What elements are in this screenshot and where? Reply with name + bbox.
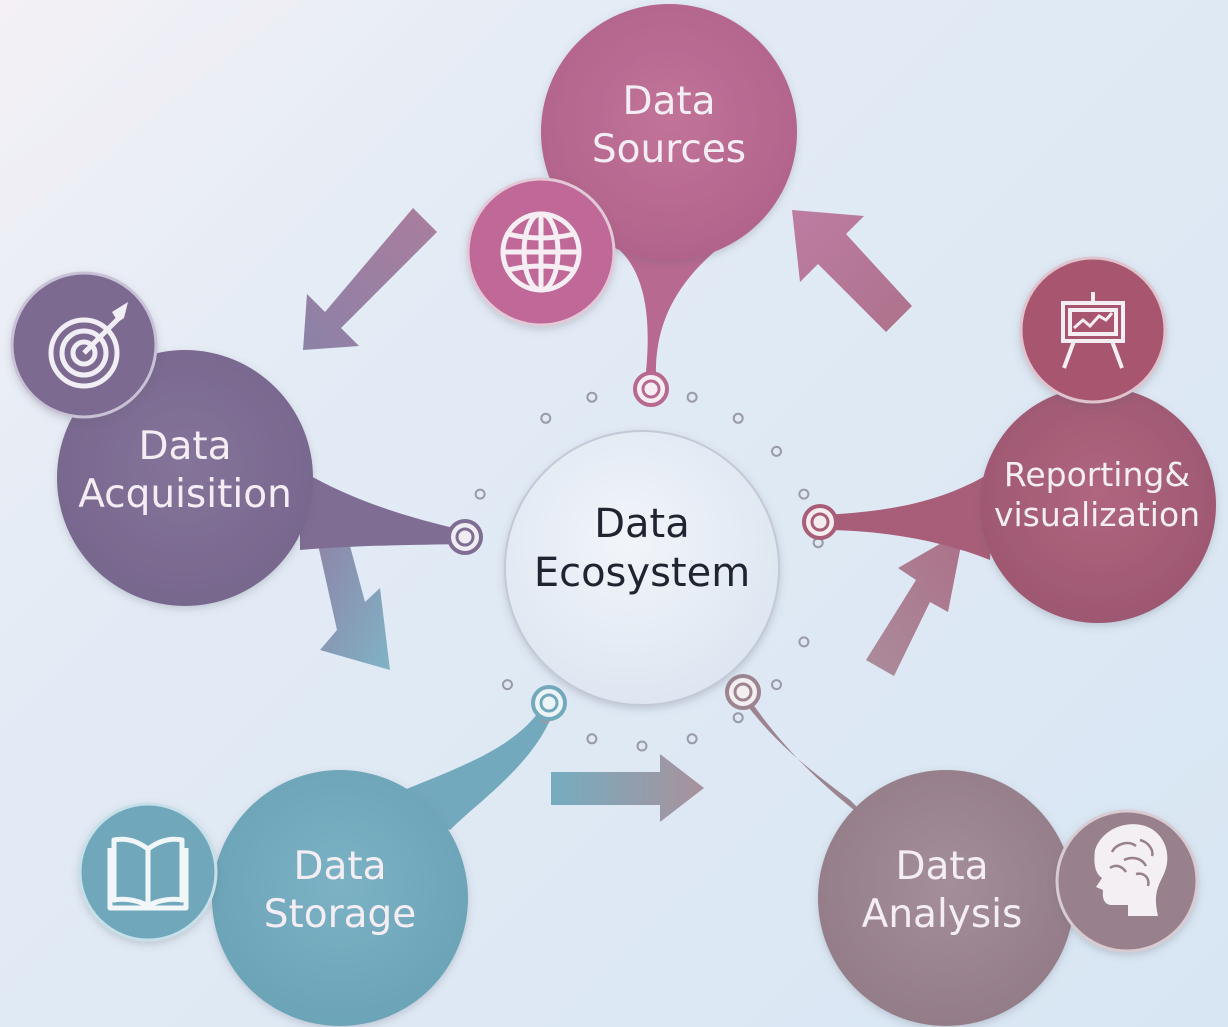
ring-dot xyxy=(798,636,810,648)
ring-dot xyxy=(586,733,598,745)
flow-arrow-reporting-to-sources xyxy=(792,210,912,332)
node-circle-analysis xyxy=(818,770,1074,1026)
ring-dot xyxy=(636,740,648,752)
node-circle-reporting xyxy=(980,387,1216,623)
node-label-acquisition-line2: Acquisition xyxy=(78,471,292,517)
marker-acquisition xyxy=(447,519,483,555)
ring-dot xyxy=(771,679,782,691)
ring-dot xyxy=(798,488,810,500)
ring-dot xyxy=(771,445,782,457)
head-brain-icon xyxy=(1055,809,1199,953)
background-stripes xyxy=(0,0,300,230)
node-label-sources-line2: Sources xyxy=(591,126,747,172)
node-label-storage: Data Storage xyxy=(220,843,460,938)
node-label-storage-line1: Data xyxy=(293,844,387,889)
center-circle xyxy=(504,430,780,706)
node-label-sources: Data Sources xyxy=(549,78,789,173)
ring-dot xyxy=(732,412,744,424)
node-label-acquisition-line1: Data xyxy=(138,424,232,469)
connector-acquisition xyxy=(300,470,462,550)
node-label-analysis-line2: Analysis xyxy=(861,891,1023,937)
book-icon xyxy=(78,802,218,942)
node-circle-sources xyxy=(541,4,797,260)
marker-storage xyxy=(531,685,567,721)
target-icon xyxy=(10,271,158,419)
node-label-reporting-line1: Reporting& xyxy=(1003,455,1191,494)
node-label-sources-line1: Data xyxy=(622,79,716,124)
center-label-line1: Data xyxy=(594,501,690,547)
center-label: Data Ecosystem xyxy=(522,500,762,598)
ring-dot xyxy=(502,679,513,691)
node-circle-storage xyxy=(212,770,468,1026)
node-label-storage-line2: Storage xyxy=(263,891,417,937)
ring-dot xyxy=(540,412,552,424)
ring-dot xyxy=(732,712,744,724)
connector-reporting xyxy=(822,470,995,560)
connector-sources xyxy=(612,232,740,372)
ring-dot xyxy=(686,733,698,745)
node-label-reporting-line2: visualization xyxy=(993,495,1201,535)
node-label-analysis: Data Analysis xyxy=(822,843,1062,938)
connector-storage xyxy=(380,700,556,830)
marker-sources xyxy=(633,371,669,407)
node-label-analysis-line1: Data xyxy=(895,844,989,889)
flow-arrow-storage-to-analysis xyxy=(551,754,704,822)
ring-dot xyxy=(586,391,598,403)
node-label-acquisition: Data Acquisition xyxy=(60,423,310,518)
ring-dot xyxy=(474,488,486,500)
marker-analysis xyxy=(725,674,761,710)
node-circle-acquisition xyxy=(57,350,313,606)
flow-arrow-acquisition-to-storage xyxy=(317,516,390,670)
marker-reporting xyxy=(802,504,838,540)
globe-icon xyxy=(466,177,616,327)
ring-dot xyxy=(686,391,698,403)
flow-arrow-analysis-to-reporting xyxy=(866,530,964,676)
center-label-line2: Ecosystem xyxy=(533,549,751,596)
flow-arrow-sources-to-acquisition xyxy=(303,208,437,350)
presentation-board-icon xyxy=(1019,256,1167,404)
node-label-reporting: Reporting& visualization xyxy=(982,455,1212,536)
